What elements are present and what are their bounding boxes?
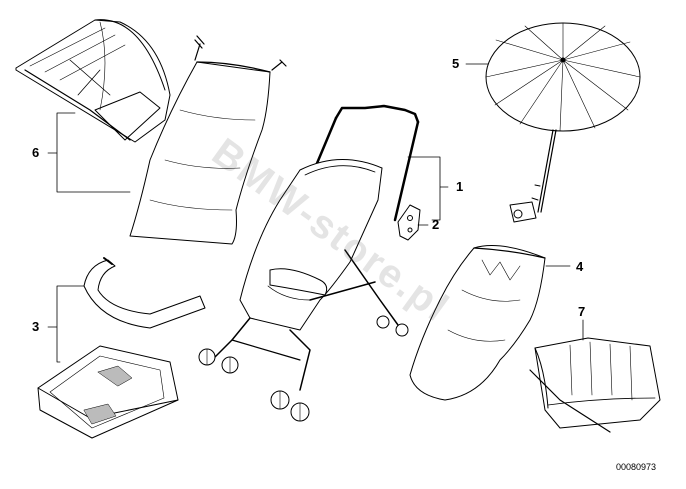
seat-liner [129, 35, 287, 245]
footmuff [409, 245, 546, 401]
leader-lines [47, 63, 584, 363]
rain-cover-canopy [15, 19, 171, 143]
image-number: 00080973 [615, 462, 656, 472]
buggy [198, 104, 420, 422]
callout-3: 3 [32, 319, 40, 334]
bumper-bar [83, 257, 206, 329]
adapter-bracket [397, 204, 421, 241]
callout-2: 2 [432, 217, 440, 232]
callout-1: 1 [456, 179, 464, 194]
callout-7: 7 [578, 304, 586, 319]
basket-tray [37, 345, 179, 439]
shopping-bag [529, 337, 661, 433]
callout-6: 6 [32, 145, 40, 160]
callout-5: 5 [452, 56, 460, 71]
callout-4: 4 [576, 259, 584, 274]
parasol [485, 22, 641, 223]
